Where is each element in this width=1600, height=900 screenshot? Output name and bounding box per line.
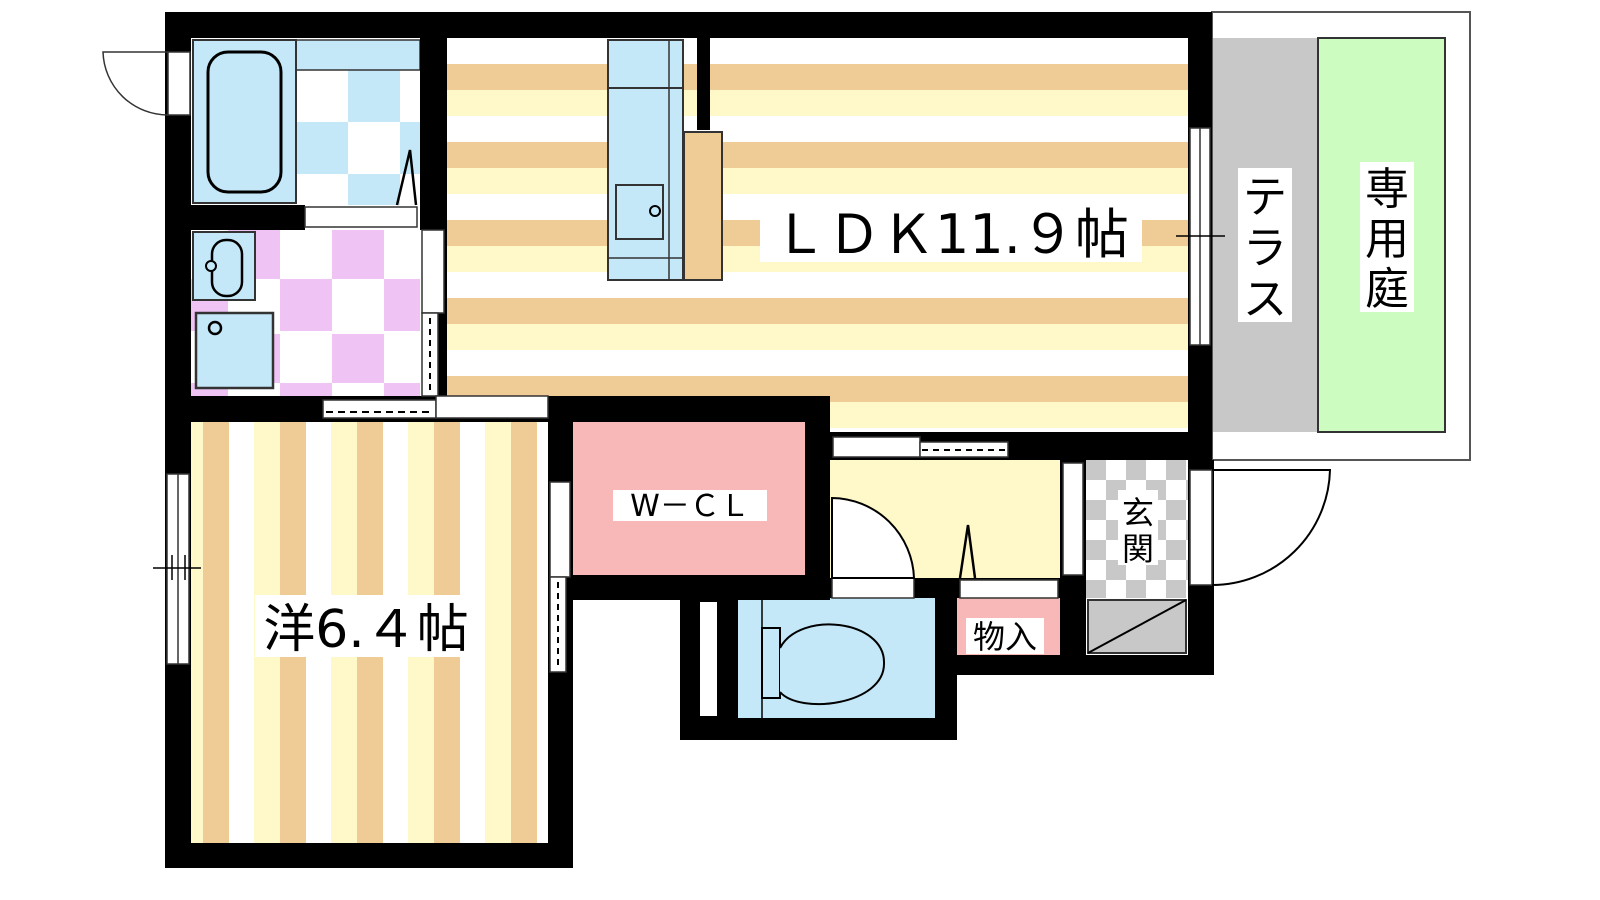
garden-label-3: 庭	[1365, 264, 1409, 315]
ldk-label: ＬＤＫ11.９帖	[773, 203, 1129, 266]
wcl-label: W－ＣＬ	[630, 489, 750, 524]
wash-basin	[192, 231, 256, 301]
bathtub	[192, 39, 297, 204]
garden-label-1: 専	[1365, 164, 1409, 215]
garden-label-2: 用	[1365, 214, 1409, 265]
toilet	[761, 600, 886, 718]
storage-label: 物入	[973, 618, 1037, 656]
terrace-label-3: ス	[1243, 274, 1287, 325]
kitchen-counter	[607, 39, 723, 281]
terrace-label-2: ラ	[1243, 223, 1287, 274]
bath-top-ledge	[295, 39, 421, 71]
windows-and-doors	[102, 51, 1332, 716]
terrace-label-1: テ	[1243, 172, 1287, 223]
entrance-label-1: 玄	[1122, 494, 1154, 532]
bathroom-floor	[296, 70, 420, 205]
washing-machine	[194, 311, 275, 390]
western-room-label: 洋6.４帖	[263, 600, 469, 660]
entrance-label-2: 関	[1122, 530, 1154, 568]
